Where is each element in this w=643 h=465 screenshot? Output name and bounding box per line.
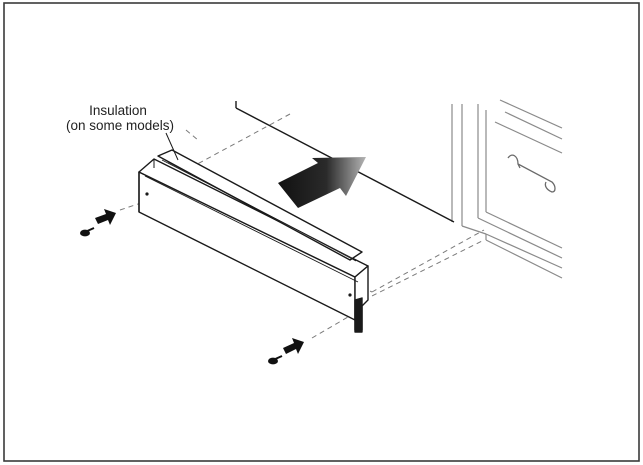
screw-arrow-left xyxy=(80,209,116,237)
screw-icon xyxy=(80,227,95,237)
insulation-label: Insulation xyxy=(89,103,147,118)
insulation-sublabel: (on some models) xyxy=(66,118,174,133)
small-arrow-icon xyxy=(95,209,116,225)
kickplate-panel xyxy=(138,149,369,333)
large-push-arrow-icon xyxy=(278,157,366,208)
cabinet-drawer xyxy=(451,99,563,279)
small-arrow-icon xyxy=(283,338,304,354)
panel-hole-right xyxy=(348,293,352,297)
screw-arrow-right xyxy=(268,338,304,365)
panel-hole-left xyxy=(145,192,149,196)
screw-icon xyxy=(268,355,283,365)
drawer-handle-icon xyxy=(507,154,556,193)
diagram-frame xyxy=(3,2,640,462)
insulation-leader-line xyxy=(165,132,179,161)
